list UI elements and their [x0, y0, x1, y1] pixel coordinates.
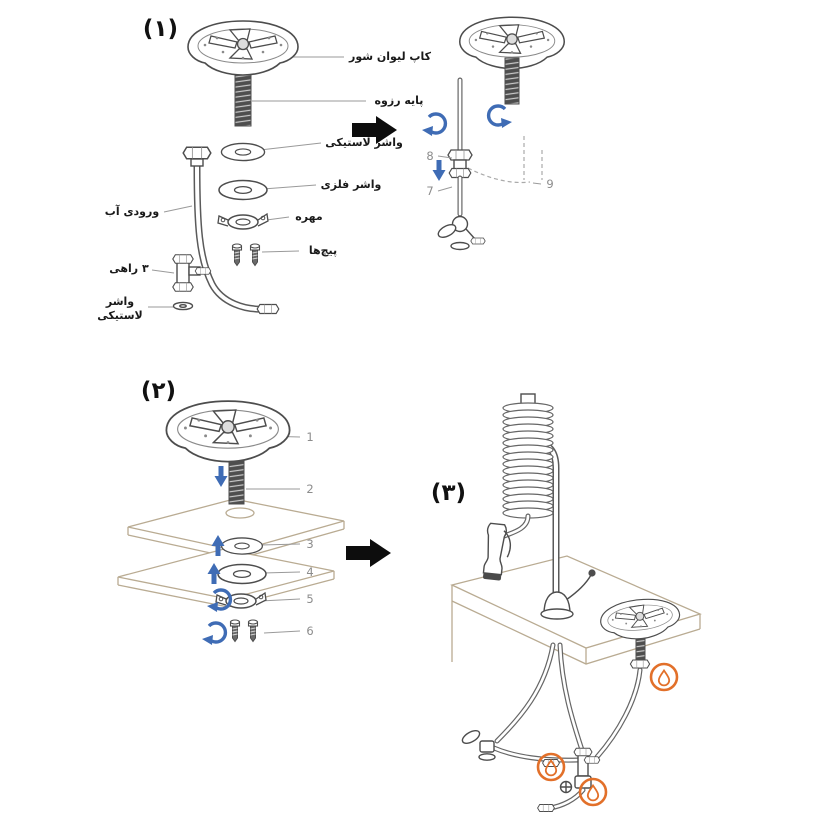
label-rubber-washer-2: واشر لاستیکی — [97, 295, 143, 322]
rubber-washer — [220, 142, 266, 162]
water-inlet-hose — [182, 146, 280, 315]
section-2-label: (۲) — [140, 378, 176, 404]
callout-6: 6 — [306, 624, 314, 638]
down-arrow-icon — [214, 466, 228, 487]
angle-valve-step3 — [461, 729, 496, 761]
down-arrow-icon — [432, 160, 446, 181]
mounting-nut — [217, 213, 269, 230]
callout-8: 8 — [426, 149, 434, 163]
faucet-base — [540, 569, 596, 620]
rotate-arrow-icon — [420, 112, 448, 138]
step1-callout-leaders — [437, 155, 542, 192]
screw-right — [249, 243, 261, 267]
step2-leader-lines — [246, 435, 301, 634]
label-water-inlet: ورودی آب — [104, 205, 160, 218]
label-nut: مهره — [295, 210, 323, 223]
three-way-tee — [172, 254, 212, 292]
callout-7: 7 — [426, 184, 434, 198]
screw-left — [231, 243, 243, 267]
step1-assembly-view — [420, 16, 566, 251]
cross-handle-icon — [559, 780, 573, 794]
label-screws: پیچ‌ها — [308, 244, 338, 257]
metal-washer-step2 — [217, 563, 267, 585]
callout-3: 3 — [306, 537, 314, 551]
section-1-label: (۱) — [142, 16, 178, 42]
spring-coil — [502, 393, 554, 519]
under-counter-hoses — [491, 642, 585, 767]
callout-1: 1 — [306, 430, 314, 444]
threaded-base-assembled — [504, 57, 520, 105]
callout-4: 4 — [306, 565, 314, 579]
angle-valve — [437, 215, 486, 251]
transition-arrow-2 — [346, 539, 391, 567]
step1-leader-lines — [148, 56, 366, 308]
glass-rinser-installed — [594, 595, 683, 760]
label-three-way: ۳ راهی — [109, 262, 149, 275]
section-3-label: (۳) — [430, 480, 466, 506]
warning-droplet-icon-1 — [649, 662, 679, 692]
rotate-arrow-icon — [486, 104, 514, 130]
alternative-routing-dashed — [467, 136, 543, 184]
rinser-cap-step2 — [165, 400, 291, 463]
callout-9: 9 — [546, 177, 554, 191]
callout-5: 5 — [306, 592, 314, 606]
metal-washer — [218, 179, 268, 201]
rubber-washer-step2 — [220, 537, 264, 555]
screw-left-step2 — [229, 619, 241, 643]
hose-nut-icon — [182, 146, 212, 160]
spray-head — [482, 522, 512, 581]
rotate-arrow-icon — [200, 621, 228, 647]
label-rubber-washer: واشر لاستیکی — [325, 136, 403, 149]
step1-exploded-view — [148, 20, 366, 315]
compression-fitting — [447, 149, 473, 217]
label-metal-washer: واشر فلزی — [320, 178, 382, 191]
tee-rubber-washer — [172, 301, 194, 311]
callout-2: 2 — [306, 482, 314, 496]
step2-install-view — [117, 400, 345, 647]
hose-end-nut-icon — [256, 303, 280, 315]
screw-right-step2 — [247, 619, 259, 643]
step3-finished-view — [450, 393, 702, 812]
label-threaded-base: پایه رزوه — [374, 94, 424, 107]
rinser-cap — [187, 20, 299, 76]
label-cup-washer: کاپ لیوان شور — [349, 50, 431, 63]
